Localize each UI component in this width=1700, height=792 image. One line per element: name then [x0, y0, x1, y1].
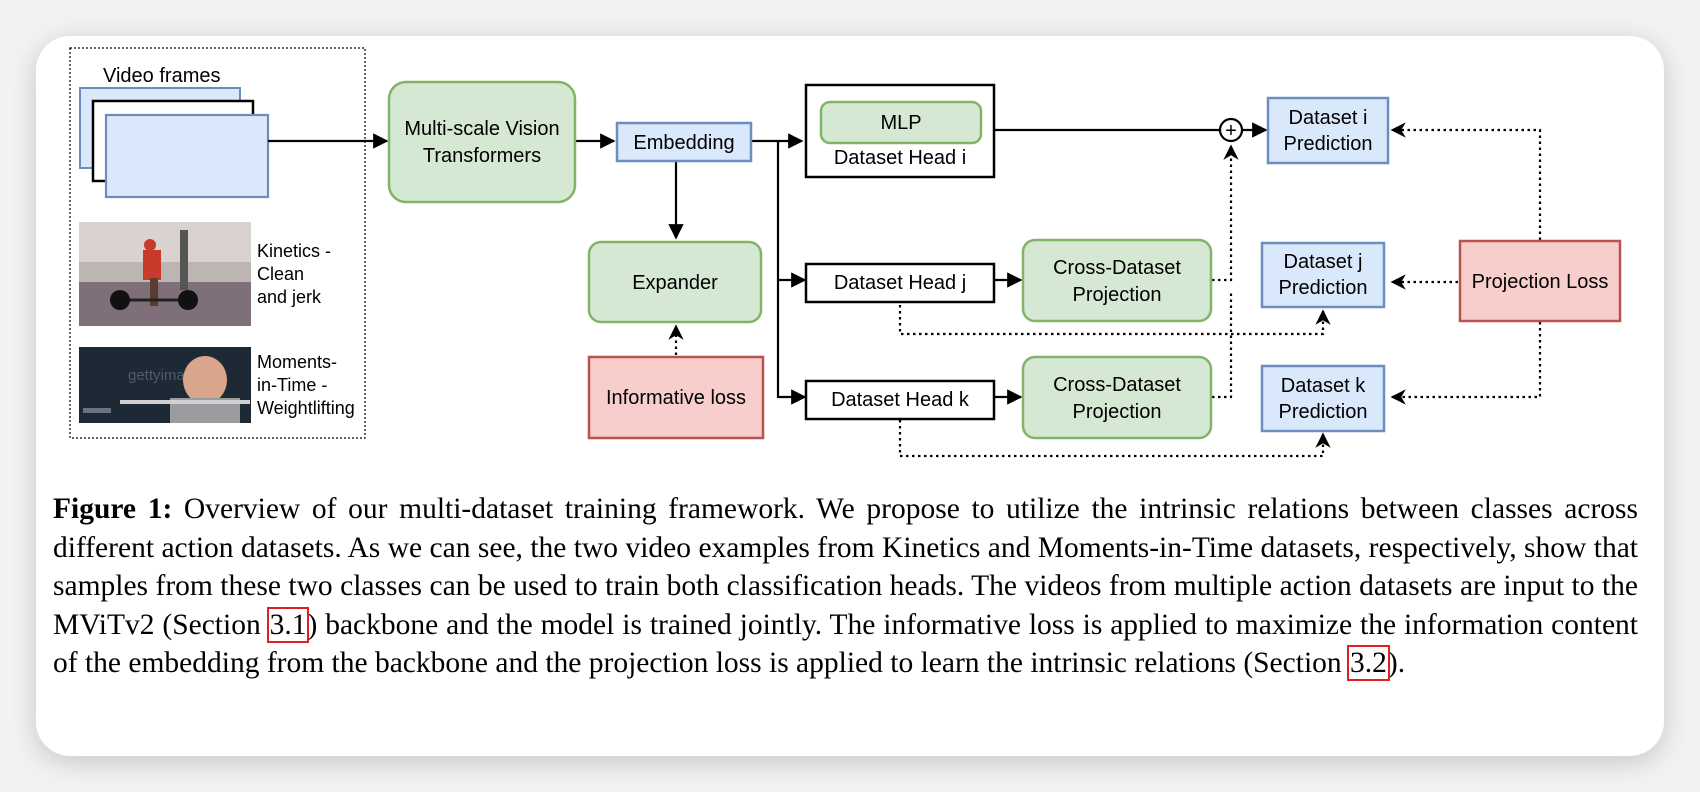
svg-text:Clean: Clean	[257, 264, 304, 284]
svg-text:Transformers: Transformers	[423, 145, 541, 167]
svg-text:Embedding: Embedding	[633, 132, 734, 154]
moments-thumbnail: gettyimages	[79, 347, 251, 423]
svg-text:Dataset k: Dataset k	[1281, 375, 1366, 397]
svg-text:Projection: Projection	[1073, 401, 1162, 423]
svg-text:Dataset i: Dataset i	[1289, 107, 1368, 129]
caption-label: Figure 1:	[53, 493, 173, 525]
video-frames-label: Video frames	[103, 65, 220, 87]
video-frame-front	[104, 113, 270, 199]
edge-projection-loss-to-pred-i	[1390, 122, 1542, 240]
svg-text:Dataset Head k: Dataset Head k	[831, 389, 970, 411]
cross-dataset-projection-j-node: Cross-Dataset Projection	[1021, 238, 1213, 323]
svg-text:Prediction: Prediction	[1279, 277, 1368, 299]
svg-text:+: +	[1225, 120, 1237, 142]
svg-text:Moments-: Moments-	[257, 352, 337, 372]
moments-caption: Moments- in-Time - Weightlifting	[257, 352, 355, 418]
section-ref-3-1-link[interactable]: 3.1	[266, 606, 310, 643]
informative-loss-node: Informative loss	[587, 355, 765, 440]
svg-text:Projection Loss: Projection Loss	[1472, 271, 1609, 293]
mvit-node: Multi-scale Vision Transformers	[387, 80, 577, 204]
svg-text:Projection: Projection	[1073, 284, 1162, 306]
svg-text:Kinetics -: Kinetics -	[257, 241, 331, 261]
kinetics-caption: Kinetics - Clean and jerk	[257, 241, 331, 307]
head-i-label: Dataset Head i	[834, 147, 966, 169]
svg-text:Informative loss: Informative loss	[606, 387, 746, 409]
svg-text:in-Time -: in-Time -	[257, 375, 327, 395]
svg-text:Weightlifting: Weightlifting	[257, 398, 355, 418]
cross-dataset-projection-k-node: Cross-Dataset Projection	[1021, 355, 1213, 440]
svg-text:Prediction: Prediction	[1284, 133, 1373, 155]
dataset-head-k-node: Dataset Head k	[804, 379, 996, 421]
caption-text-1: Overview of our multi-dataset training f…	[53, 493, 1638, 641]
figure-caption: Figure 1: Overview of our multi-dataset …	[53, 490, 1638, 683]
dataset-j-prediction-node: Dataset j Prediction	[1260, 241, 1386, 309]
svg-text:Cross-Dataset: Cross-Dataset	[1053, 374, 1181, 396]
svg-text:and jerk: and jerk	[257, 287, 322, 307]
edge-cross-k-to-sum	[1212, 292, 1233, 399]
caption-text-3: ).	[1387, 647, 1406, 679]
svg-text:Cross-Dataset: Cross-Dataset	[1053, 257, 1181, 279]
dataset-i-prediction-node: Dataset i Prediction	[1266, 96, 1390, 165]
caption-text-2: ) backbone and the model is trained join…	[53, 608, 1638, 680]
edge-cross-j-to-sum	[1212, 144, 1239, 282]
edge-head-j-to-pred-j	[898, 305, 1331, 336]
input-panel	[69, 47, 366, 439]
dataset-k-prediction-node: Dataset k Prediction	[1260, 364, 1386, 433]
svg-text:Multi-scale Vision: Multi-scale Vision	[404, 118, 559, 140]
mlp-label: MLP	[880, 112, 921, 134]
edge-projection-loss-to-pred-k	[1390, 322, 1542, 405]
svg-text:Dataset j: Dataset j	[1284, 251, 1363, 273]
dataset-head-j-node: Dataset Head j	[804, 262, 996, 304]
sum-node: +	[1218, 117, 1244, 143]
expander-node: Expander	[587, 240, 763, 324]
section-ref-3-2-link[interactable]: 3.2	[1347, 645, 1390, 681]
svg-text:Prediction: Prediction	[1279, 401, 1368, 423]
embedding-node: Embedding	[615, 121, 753, 163]
svg-text:Expander: Expander	[632, 272, 718, 294]
svg-text:Dataset Head j: Dataset Head j	[834, 272, 966, 294]
edge-head-k-to-pred-k	[898, 420, 1331, 458]
kinetics-thumbnail	[79, 222, 251, 326]
dataset-head-i-node: MLP Dataset Head i	[804, 83, 996, 179]
projection-loss-node: Projection Loss	[1458, 239, 1622, 323]
